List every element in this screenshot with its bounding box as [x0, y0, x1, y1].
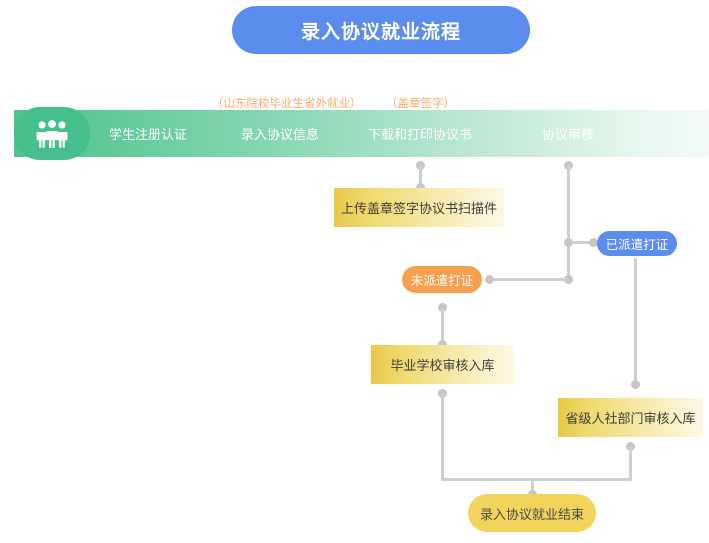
connector-dot	[438, 340, 447, 349]
stage-step-1[interactable]: 学生注册认证	[108, 128, 188, 143]
node-not-dispatched[interactable]: 未派遣打证	[402, 266, 482, 293]
connector-line	[441, 393, 444, 480]
connector-line	[441, 478, 632, 481]
node-upload-scan[interactable]: 上传盖章签字协议书扫描件	[334, 188, 504, 227]
page-title: 录入协议就业流程	[232, 6, 530, 54]
connector-dot	[564, 238, 573, 247]
stage-bar	[14, 110, 709, 157]
stage-step-2[interactable]: 录入协议信息	[240, 128, 320, 143]
connector-dot	[485, 275, 494, 284]
connector-dot	[631, 380, 640, 389]
node-dispatched[interactable]: 已派遣打证	[597, 231, 677, 256]
stage-step-4[interactable]: 协议审核	[541, 128, 595, 143]
connector-line	[441, 307, 444, 342]
annotation-province-outside: （山东院校毕业生省外就业）	[212, 96, 362, 110]
connector-dot	[416, 183, 425, 192]
connector-line	[531, 478, 534, 492]
node-school-review[interactable]: 毕业学校审核入库	[371, 345, 514, 384]
connector-line	[629, 446, 632, 480]
node-finish[interactable]: 录入协议就业结束	[468, 494, 596, 532]
connector-line	[571, 241, 593, 244]
annotation-stamp-sign: （盖章签字）	[386, 96, 455, 110]
people-group-icon	[14, 107, 90, 160]
node-province-review[interactable]: 省级人社部门审核入库	[558, 398, 703, 437]
stage-step-3[interactable]: 下载和打印协议书	[367, 128, 473, 143]
connector-line	[489, 278, 569, 281]
connector-line	[567, 165, 570, 282]
connector-dot	[589, 238, 598, 247]
connector-line	[419, 165, 422, 187]
connector-line	[634, 258, 637, 384]
